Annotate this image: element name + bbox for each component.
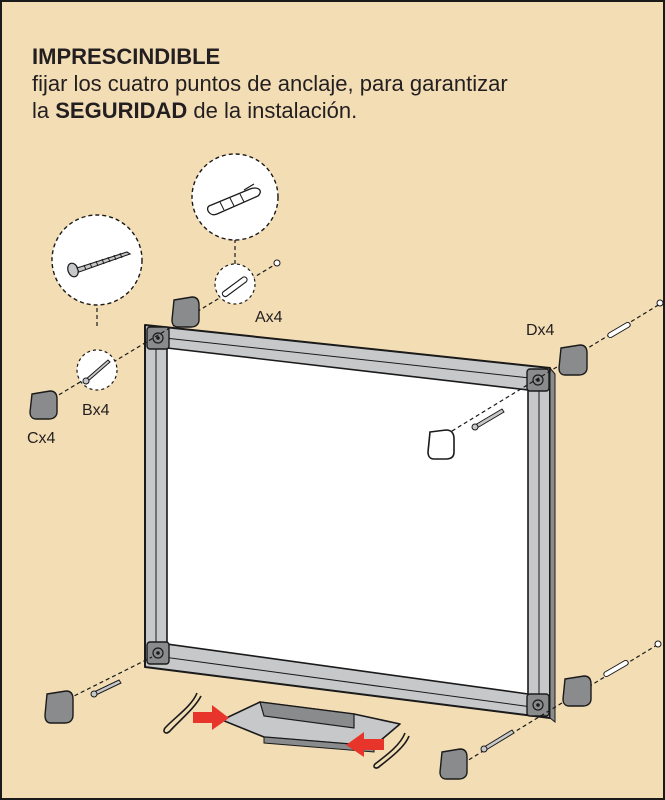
frame-corner-bottom-left (146, 641, 170, 665)
wall-plug-position-circle (214, 263, 256, 305)
part-label-b: Bx4 (82, 402, 110, 419)
wall-plug-lower-right (603, 660, 629, 677)
instruction-line-1: fijar los cuatro puntos de anclaje, para… (32, 71, 508, 96)
drill-hole-marker (273, 259, 281, 267)
screw-lower-right (480, 729, 515, 753)
frame-corner-bottom-right (526, 693, 550, 717)
instruction-line-2-suffix: de la instalación. (187, 98, 358, 123)
whiteboard (144, 324, 556, 724)
screw-lower-left (90, 679, 122, 698)
insert-arrow-left (193, 705, 229, 730)
corner-cap-part-bottom (439, 748, 468, 780)
tray-clip-left (163, 692, 202, 734)
wall-plug-upper-right (607, 322, 631, 338)
instruction-heading: IMPRESCINDIBLE (32, 44, 221, 69)
part-label-a: Ax4 (255, 309, 283, 326)
drill-hole-marker (654, 640, 662, 648)
writing-surface (166, 347, 529, 695)
corner-cap-part-left (29, 390, 58, 420)
corner-cap-part-top (171, 296, 200, 328)
frame-depth-shadow (549, 366, 556, 724)
part-label-c: Cx4 (27, 430, 56, 447)
screw-detail-circle (51, 214, 143, 306)
instruction-line-2-prefix: la (32, 98, 56, 123)
instruction-line-2: la SEGURIDAD de la instalación. (32, 97, 652, 124)
frame-corner-top-right (526, 368, 550, 392)
screw-position-circle (76, 349, 118, 391)
wall-plug-icon (206, 183, 261, 216)
screw-icon (67, 251, 132, 278)
tray-clip-right (373, 732, 410, 769)
screw-upper-right (471, 408, 505, 431)
instruction-text-block: IMPRESCINDIBLE fijar los cuatro puntos d… (32, 44, 652, 124)
marker-tray (221, 701, 401, 753)
frame-corner-top-left (146, 326, 170, 350)
safety-emphasis: SEGURIDAD (55, 98, 188, 123)
drill-hole-marker (656, 299, 663, 307)
corner-cap-part-lower-left (44, 690, 74, 724)
corner-cap-outline-on-board (427, 429, 455, 460)
corner-cap-part-lower-right (562, 675, 592, 707)
insert-arrow-right (346, 732, 384, 757)
part-label-d: Dx4 (526, 322, 555, 339)
corner-cap-part-right (558, 344, 588, 376)
wall-plug-detail-circle (191, 153, 279, 241)
